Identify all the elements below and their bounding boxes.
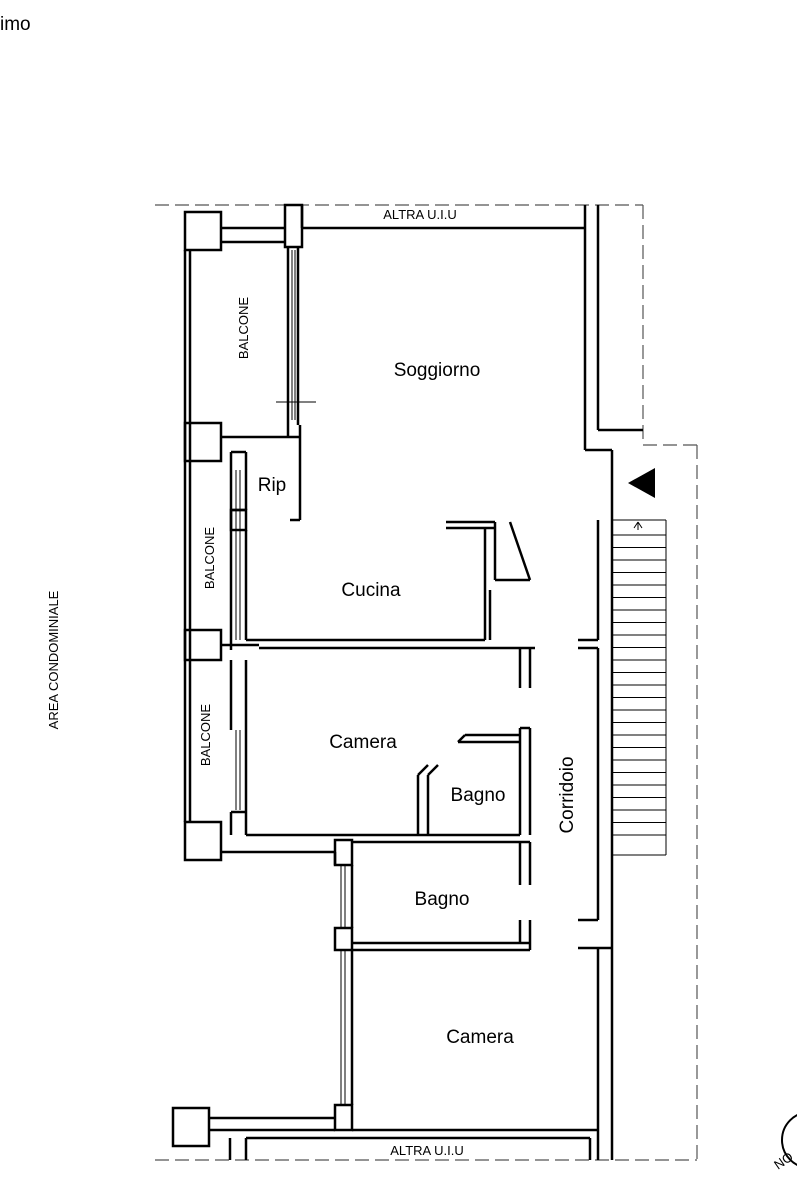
room-label-camera-2: Camera xyxy=(446,1027,514,1048)
balcony-label-3: BALCONE xyxy=(198,704,213,766)
room-label-cucina: Cucina xyxy=(341,580,401,601)
header-fragment: imo xyxy=(0,14,31,35)
room-label-bagno-2: Bagno xyxy=(415,889,470,910)
entrance-arrow-icon xyxy=(628,468,655,498)
side-area-label: AREA CONDOMINIALE xyxy=(46,590,61,729)
compass-icon: NO xyxy=(771,1114,797,1172)
staircase xyxy=(612,519,667,856)
room-label-soggiorno: Soggiorno xyxy=(394,360,481,381)
room-label-corridoio: Corridoio xyxy=(557,756,578,833)
room-label-rip: Rip xyxy=(258,475,287,496)
balcony-label-2: BALCONE xyxy=(202,527,217,589)
windows xyxy=(235,250,346,1105)
room-label-bagno-1: Bagno xyxy=(451,785,506,806)
neighbor-label-top: ALTRA U.I.U xyxy=(383,207,456,222)
compass-label: NO xyxy=(771,1149,796,1172)
walls xyxy=(171,203,643,1160)
room-label-camera-1: Camera xyxy=(329,732,397,753)
neighbor-label-bottom: ALTRA U.I.U xyxy=(390,1143,463,1158)
balcony-label-1: BALCONE xyxy=(236,297,251,359)
